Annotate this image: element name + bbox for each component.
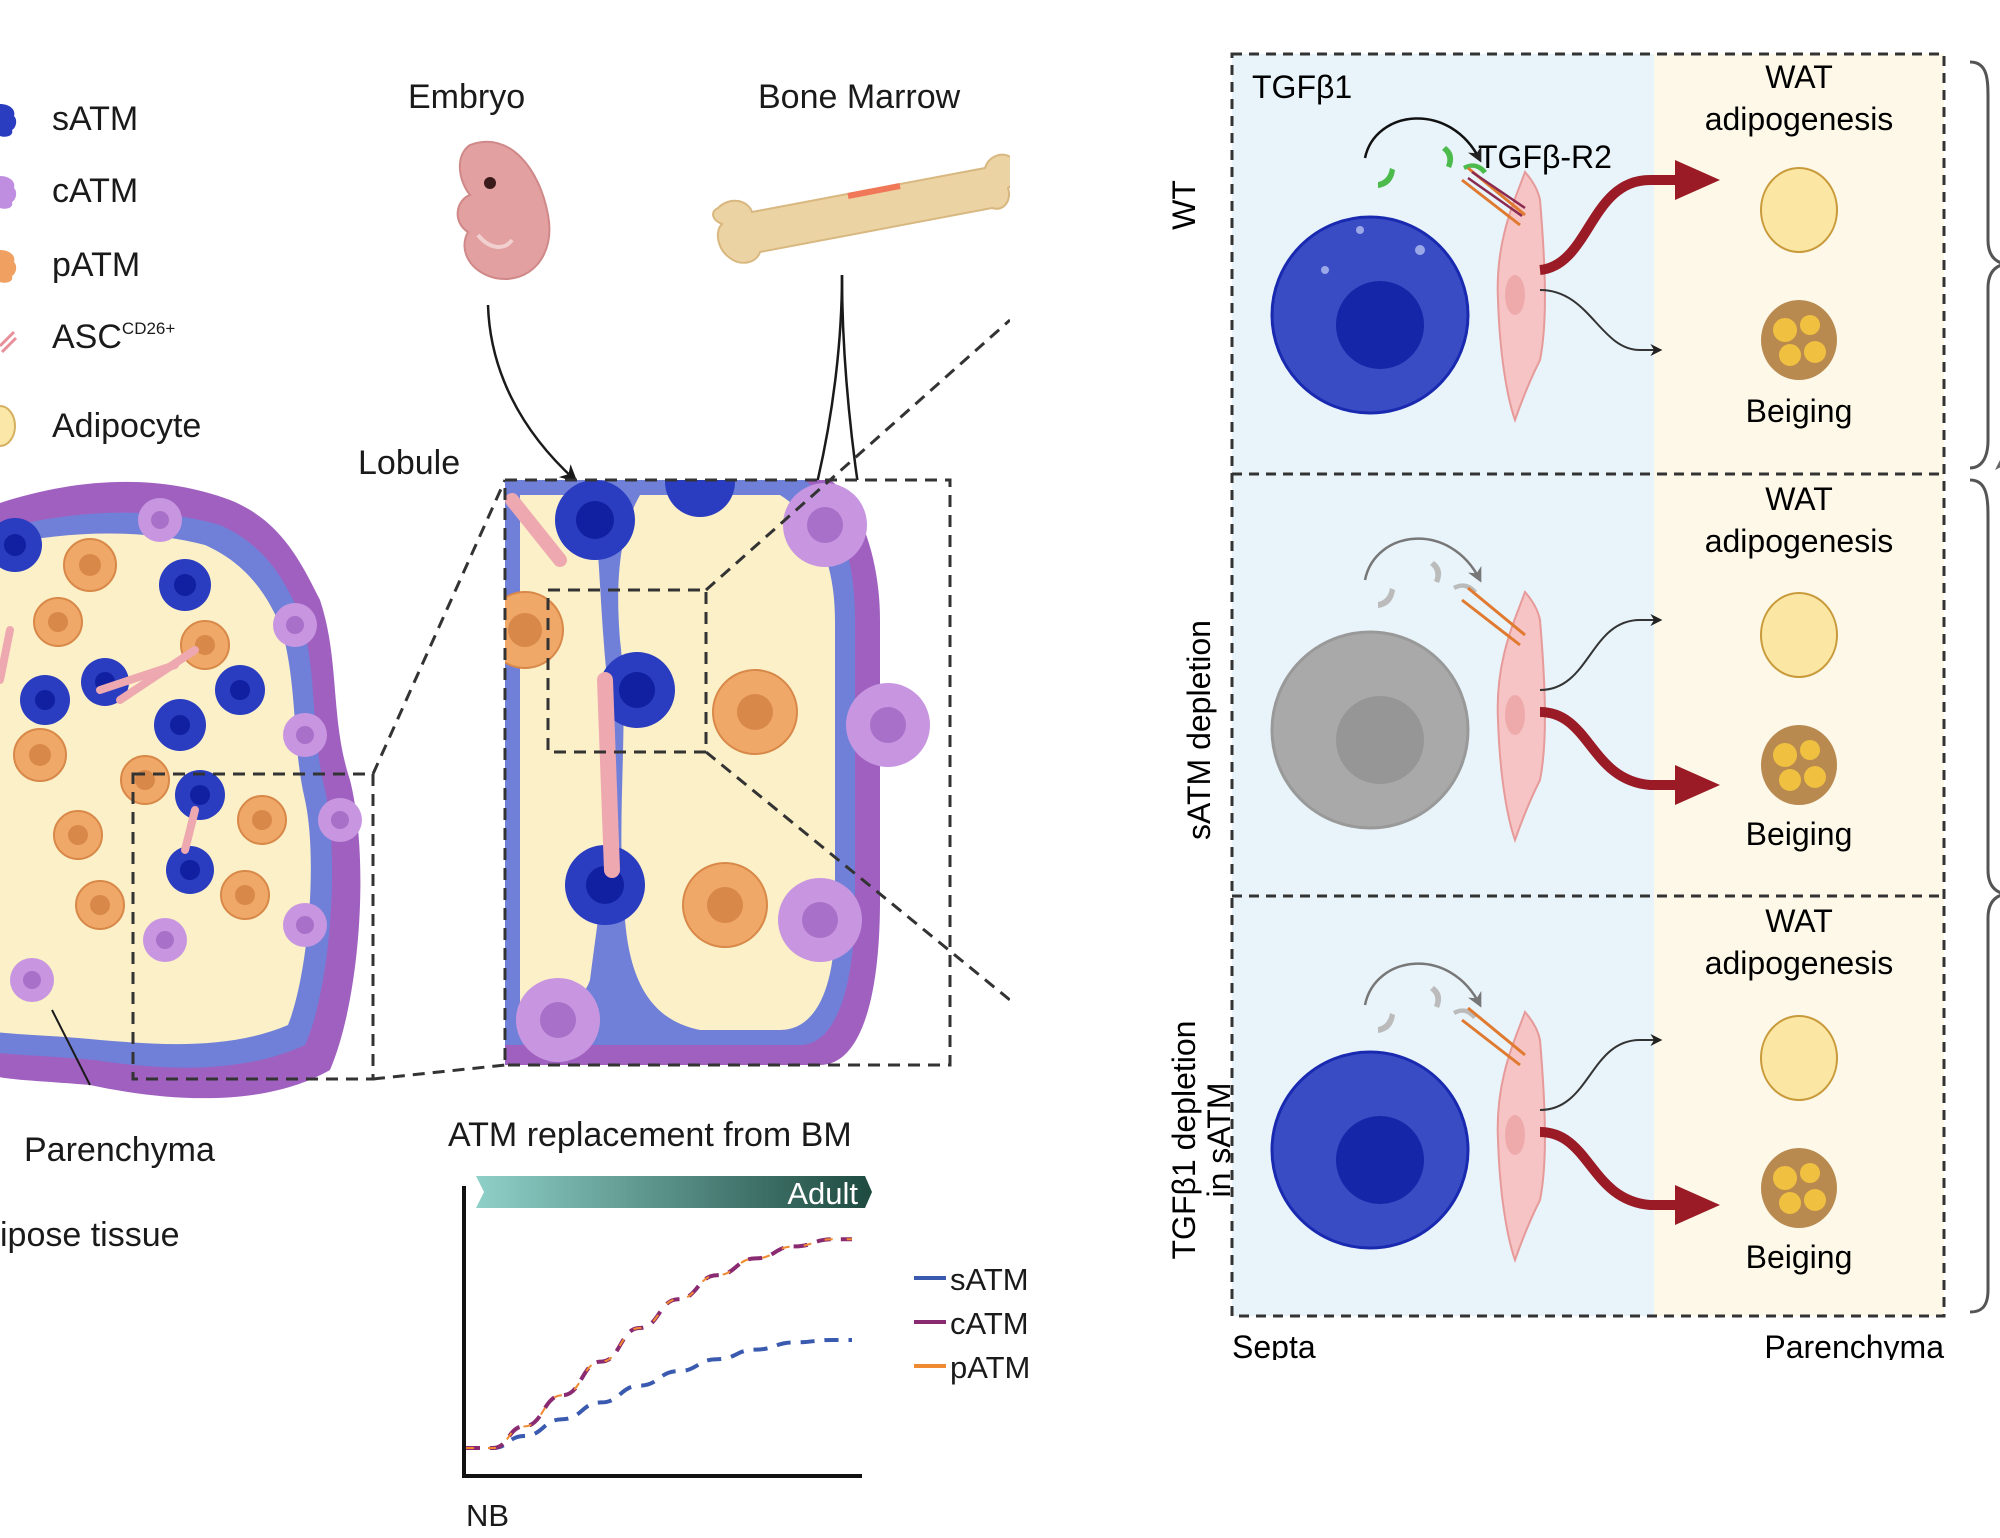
signal-arrow xyxy=(1363,117,1482,163)
tissue-cells xyxy=(0,498,362,1002)
embryo-icon xyxy=(456,140,551,281)
panel-condition-label: sATM depletion xyxy=(1181,620,1217,840)
beige-adipocyte-icon xyxy=(1761,725,1837,805)
panel-tgfb1-depletion: TGFβ1 depletion in sATM WAT adipogenesis… xyxy=(1166,903,1893,1275)
parenchyma-label: Parenchyma xyxy=(24,1131,215,1169)
asc-cell-icon xyxy=(1496,170,1546,424)
parenchyma-pointer xyxy=(51,1009,91,1086)
tgfbr2-receptor-icon xyxy=(1461,1006,1526,1067)
wat-label-line2: adipogenesis xyxy=(1705,523,1894,559)
brace-icon xyxy=(1969,60,2000,470)
wat-label-line2: adipogenesis xyxy=(1705,101,1894,137)
brace-icon xyxy=(1969,478,2000,1314)
signal-arrow-inactive xyxy=(1363,537,1482,583)
white-adipocyte-icon xyxy=(1760,167,1838,253)
x-tick-label: NB xyxy=(466,1498,509,1533)
parenchyma-region-label: Parenchyma xyxy=(1764,1329,1944,1360)
tissue-illustration xyxy=(0,140,1010,1099)
legend-label-satm: sATM xyxy=(950,1262,1029,1297)
tgfbr2-receptor-icon xyxy=(1461,586,1526,647)
septa-label: Septa xyxy=(1232,1329,1316,1360)
series-line-catm xyxy=(466,1237,852,1450)
panel-satm-depletion: sATM depletion WAT adipogenesis Beiging xyxy=(1181,481,1893,852)
receptor-label: TGFβ-R2 xyxy=(1478,139,1612,175)
adipocyte-icon xyxy=(0,405,16,447)
satm-macrophage-icon xyxy=(1270,1050,1470,1250)
series-line-satm xyxy=(466,1338,852,1450)
age-banner xyxy=(476,1176,872,1208)
bone-marrow-label: Bone Marrow xyxy=(758,78,961,116)
legend-label-patm: pATM xyxy=(950,1350,1030,1385)
beiging-label: Beiging xyxy=(1746,1239,1853,1275)
embryo-arrow xyxy=(486,304,578,483)
lobule-label: Lobule xyxy=(358,444,461,482)
ligand-label: TGFβ1 xyxy=(1252,69,1352,105)
weak-arrow xyxy=(1539,1034,1663,1111)
depleted-macrophage-icon xyxy=(1270,630,1470,830)
beiging-label: Beiging xyxy=(1746,816,1853,852)
wat-label: WAT xyxy=(1765,903,1833,939)
legend-item-catm: cATM xyxy=(0,172,138,211)
mechanism-connector-bottom xyxy=(705,750,1010,1002)
legend-label: ASCCD26+ xyxy=(52,318,176,356)
lobule-box xyxy=(503,478,952,1067)
wat-label: WAT xyxy=(1765,59,1833,95)
legend-label: sATM xyxy=(52,100,139,138)
legend-item-patm: pATM xyxy=(0,246,140,285)
tgfb1-ligand-icon xyxy=(1378,146,1487,188)
legend-superscript: CD26+ xyxy=(121,319,176,338)
beige-adipocyte-icon xyxy=(1761,1148,1837,1228)
panel-wt: WT TGFβ1 TGFβ-R2 WAT adipogenesis Beigin… xyxy=(1166,59,1893,429)
atm-replacement-chart: Adult NB sATM cATM pATM xyxy=(462,1176,1030,1533)
legend-item-asc: ASCCD26+ xyxy=(0,318,175,357)
panel-condition-label: TGFβ1 depletion xyxy=(1166,1021,1202,1260)
embryo-label: Embryo xyxy=(408,78,526,116)
white-adipocyte-icon xyxy=(1760,592,1838,678)
beige-adipocyte-icon xyxy=(1761,300,1837,380)
lobule-illustration xyxy=(503,478,952,1067)
mechanism-connector-top xyxy=(705,318,1010,592)
satm-macrophage-icon xyxy=(1270,215,1470,415)
beiging-label: Beiging xyxy=(1746,393,1853,429)
chart-title: ATM replacement from BM xyxy=(448,1116,852,1154)
legend-label: cATM xyxy=(52,172,139,210)
strong-arrow xyxy=(1539,175,1680,275)
asc-cell-icon xyxy=(1496,1010,1546,1264)
legend-item-satm: sATM xyxy=(0,100,138,139)
banner-label: Adult xyxy=(787,1176,858,1211)
tissue-caption: ipose tissue xyxy=(0,1216,180,1254)
catm-cell-icon xyxy=(0,175,17,209)
tissue-zoom-box xyxy=(131,772,375,1081)
chart-legend: sATM cATM pATM xyxy=(914,1262,1030,1385)
asc-cell-icon xyxy=(1496,590,1546,844)
legend-item-adipocyte: Adipocyte xyxy=(0,404,201,448)
satm-cell-icon xyxy=(0,103,17,137)
bone-icon xyxy=(712,153,1010,264)
zoom-connector xyxy=(371,479,507,1081)
white-adipocyte-icon xyxy=(1760,1015,1838,1101)
legend-label: Adipocyte xyxy=(52,406,202,445)
wat-label-line2: adipogenesis xyxy=(1705,945,1894,981)
series-line-patm xyxy=(466,1238,852,1449)
strong-arrow xyxy=(1539,707,1680,790)
parenchyma-region xyxy=(1654,54,1944,1316)
panel-condition-label: WT xyxy=(1166,180,1202,230)
strong-arrow xyxy=(1539,1127,1680,1210)
wat-label: WAT xyxy=(1765,481,1833,517)
patm-cell-icon xyxy=(0,249,17,283)
legend-label: pATM xyxy=(52,246,141,284)
signal-arrow-inactive xyxy=(1363,962,1482,1008)
weak-arrow xyxy=(1539,289,1663,356)
legend-label-catm: cATM xyxy=(950,1306,1029,1341)
weak-arrow xyxy=(1539,614,1663,691)
mechanism-diagram: WT TGFβ1 TGFβ-R2 WAT adipogenesis Beigin… xyxy=(1166,52,2000,1360)
panel-condition-label-line2: in sATM xyxy=(1201,1083,1237,1198)
asc-cell-icon xyxy=(0,330,18,353)
